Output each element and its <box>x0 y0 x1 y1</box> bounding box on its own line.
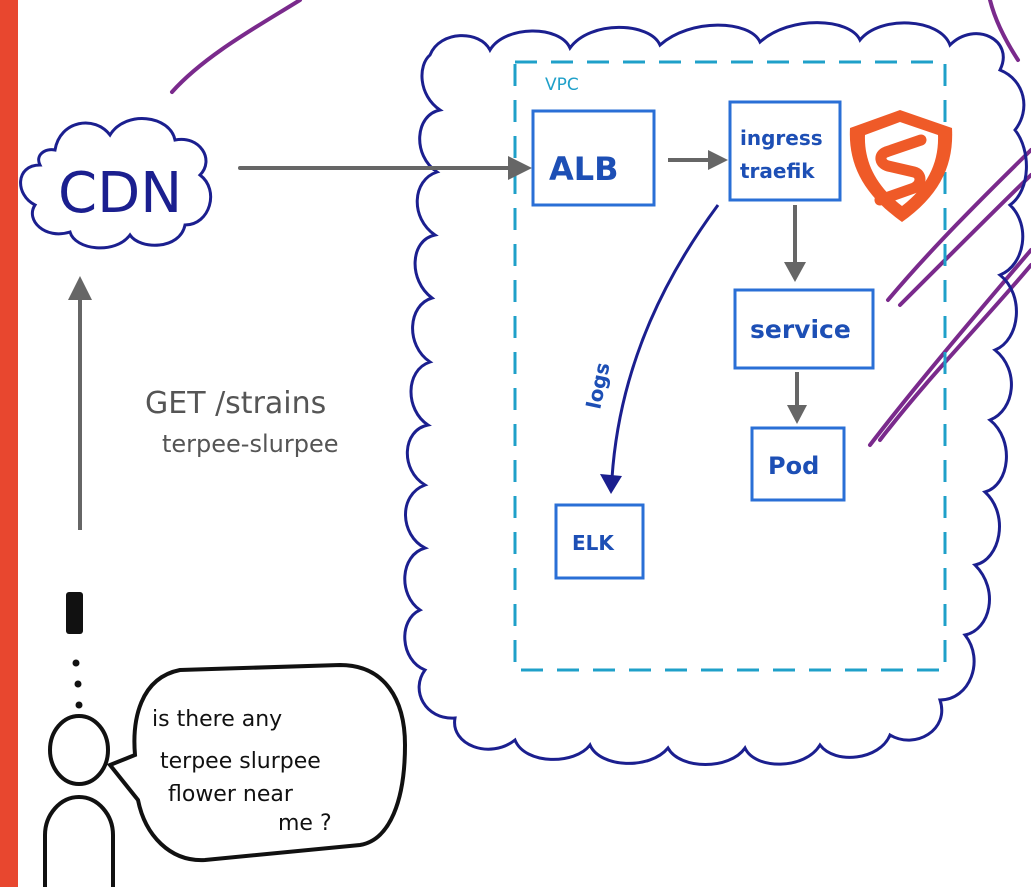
pod-box <box>750 426 846 502</box>
ingress-box <box>728 100 842 202</box>
logs-arrow <box>600 204 720 494</box>
thought-dots <box>72 659 83 709</box>
cdn-label: CDN <box>58 161 182 226</box>
speech-line-3: flower near <box>168 782 294 807</box>
speech-line-1: is there any <box>152 707 282 732</box>
pod-label: Pod <box>768 452 819 480</box>
user-to-cdn-arrow <box>68 276 92 530</box>
vpc-label: VPC <box>545 75 579 95</box>
elk-box <box>554 503 645 580</box>
alb-to-ingress-arrow <box>668 150 728 170</box>
phone-icon <box>66 592 83 634</box>
service-box <box>733 288 875 370</box>
service-label: service <box>750 315 851 344</box>
request-line-2: terpee-slurpee <box>162 430 338 458</box>
private-network-cloud <box>403 21 1028 766</box>
speech-bubble <box>106 662 408 863</box>
elk-label: ELK <box>572 531 615 555</box>
cdn-to-alb-arrow <box>238 156 532 180</box>
cdn-cloud <box>19 117 213 250</box>
alb-label: ALB <box>549 150 619 188</box>
alb-box <box>531 109 656 207</box>
shield-s-logo-icon <box>849 110 953 222</box>
speech-line-2: terpee slurpee <box>160 749 321 774</box>
ingress-to-service-arrow <box>784 205 806 282</box>
ingress-label-line1: ingress <box>740 126 823 150</box>
service-to-pod-arrow <box>787 372 807 424</box>
user-figure <box>43 714 115 887</box>
vpc-boundary <box>513 60 947 672</box>
ingress-label-line2: traefik <box>740 159 815 183</box>
purple-connector-lines <box>170 0 1031 447</box>
request-line-1: GET /strains <box>145 386 326 421</box>
speech-line-4: me ? <box>278 811 332 836</box>
